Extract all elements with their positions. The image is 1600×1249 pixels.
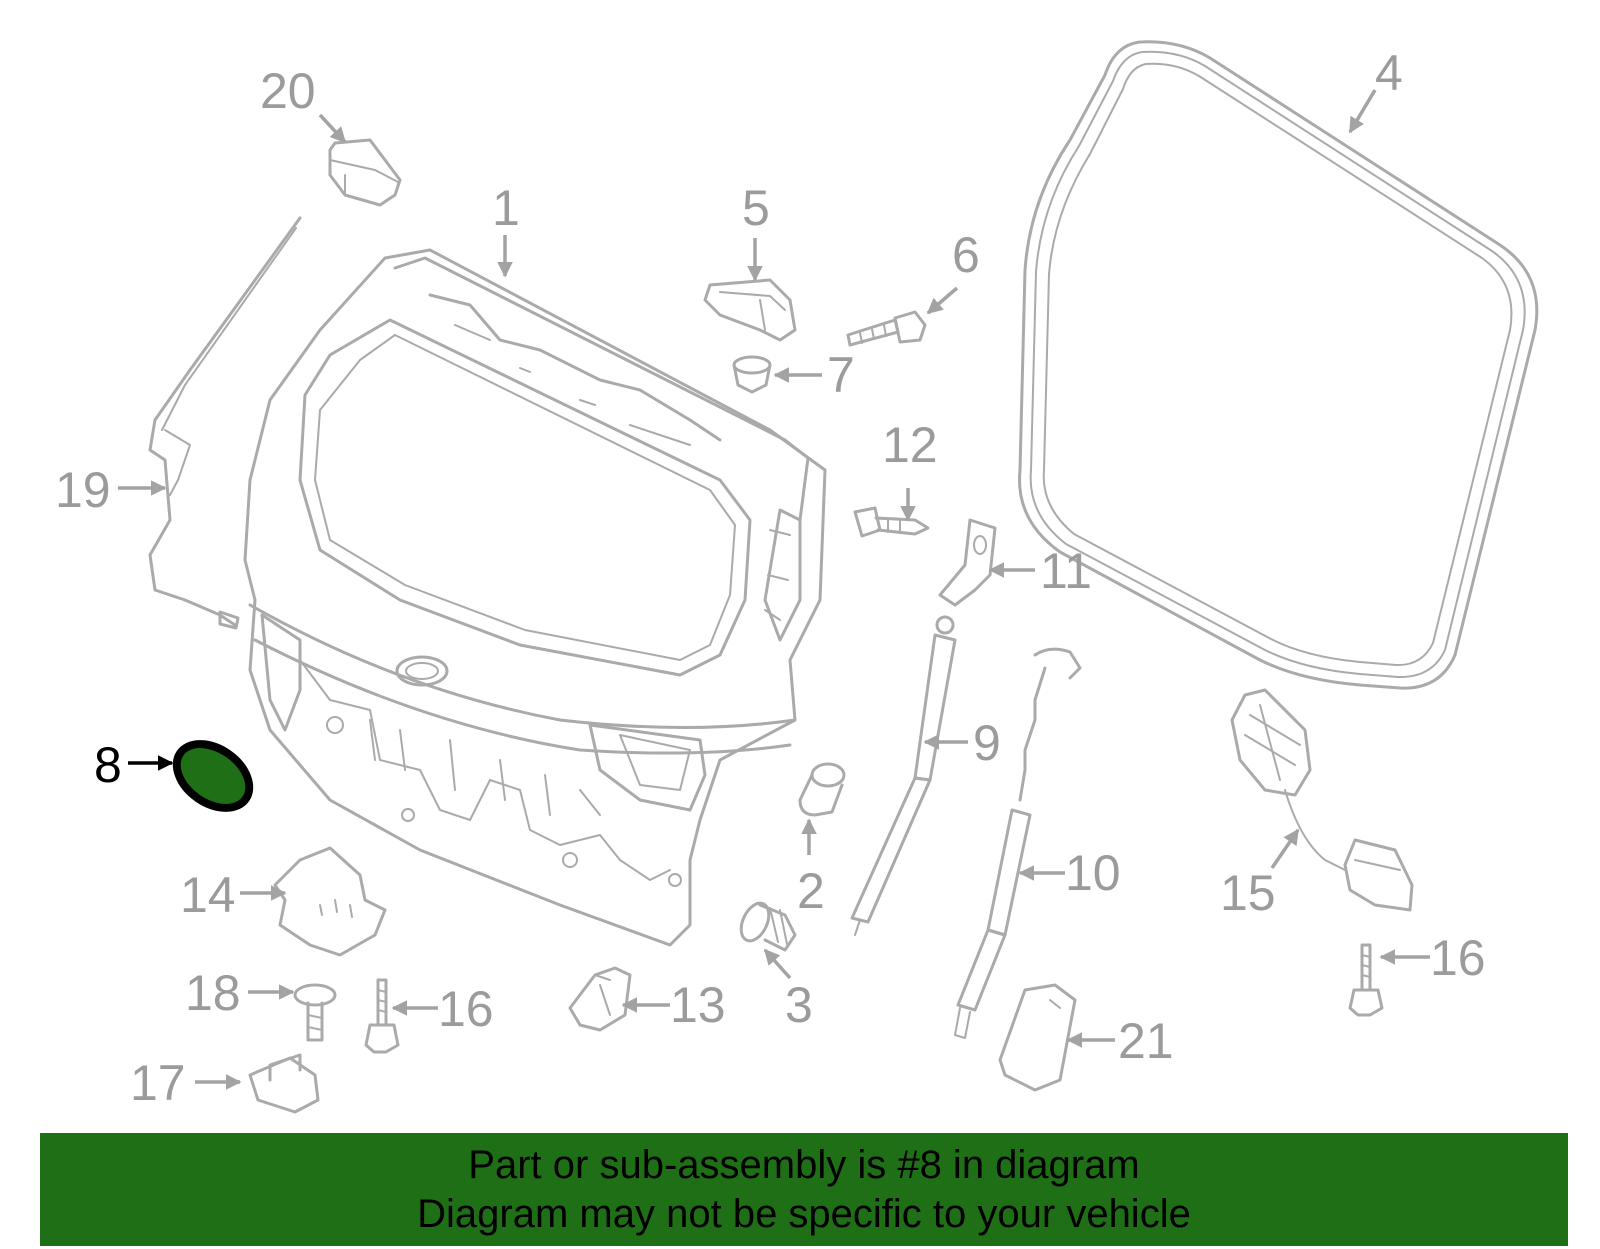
callout-14: 14 (180, 867, 236, 923)
part-14-cover (273, 846, 387, 957)
callout-19: 19 (55, 462, 111, 518)
callout-18: 18 (185, 965, 241, 1021)
callout-16-right: 16 (1430, 930, 1486, 986)
callout-11: 11 (1040, 543, 1092, 599)
callout-7: 7 (827, 347, 855, 403)
part-5-bumper (703, 278, 797, 342)
banner-line-2: Diagram may not be specific to your vehi… (417, 1192, 1191, 1236)
part-4-weatherstrip (1018, 40, 1539, 690)
leader-lines (118, 89, 1430, 1090)
info-banner: Part or sub-assembly is #8 in diagram Di… (40, 1133, 1568, 1246)
callout-2: 2 (797, 863, 825, 919)
callout-16-left: 16 (438, 981, 494, 1037)
part-16-bolt-left (364, 978, 400, 1054)
part-18-screw (293, 983, 337, 1042)
callout-12: 12 (882, 417, 938, 473)
callout-1: 1 (492, 180, 520, 236)
callout-15: 15 (1220, 865, 1276, 921)
callout-21: 21 (1118, 1013, 1174, 1069)
part-2-bumper (798, 762, 846, 817)
callout-10: 10 (1065, 845, 1121, 901)
banner-line-1: Part or sub-assembly is #8 in diagram (468, 1143, 1140, 1187)
part-7-clip (732, 355, 772, 394)
callout-8: 8 (94, 737, 122, 793)
part-3-bumper (739, 901, 797, 952)
part-6-bolt (846, 310, 927, 347)
callout-9: 9 (973, 715, 1001, 771)
part-9-gas-strut (850, 615, 957, 936)
callout-4: 4 (1375, 45, 1403, 101)
callout-13: 13 (670, 977, 726, 1033)
part-19-wiring-harness (148, 216, 302, 630)
callout-17: 17 (130, 1055, 186, 1111)
part-1-tailgate-panel (243, 248, 827, 947)
part-21-panel (998, 983, 1077, 1092)
part-13-bracket (568, 966, 632, 1032)
part-11-bracket (938, 518, 997, 607)
part-16-bolt-right (1348, 943, 1384, 1017)
part-10-power-strut (954, 647, 1082, 1039)
callout-20: 20 (260, 63, 316, 119)
callout-3: 3 (785, 977, 813, 1033)
part-12-bolt (853, 506, 930, 538)
part-8-cap (172, 740, 254, 812)
part-17-striker (248, 1053, 320, 1114)
callout-6: 6 (952, 227, 980, 283)
callout-5: 5 (742, 180, 770, 236)
callout-numbers: 1 2 3 4 5 6 7 8 9 10 11 12 13 14 15 16 1… (55, 45, 1486, 1111)
part-15-latch-actuator (1230, 688, 1414, 912)
part-20-bracket (328, 138, 402, 207)
